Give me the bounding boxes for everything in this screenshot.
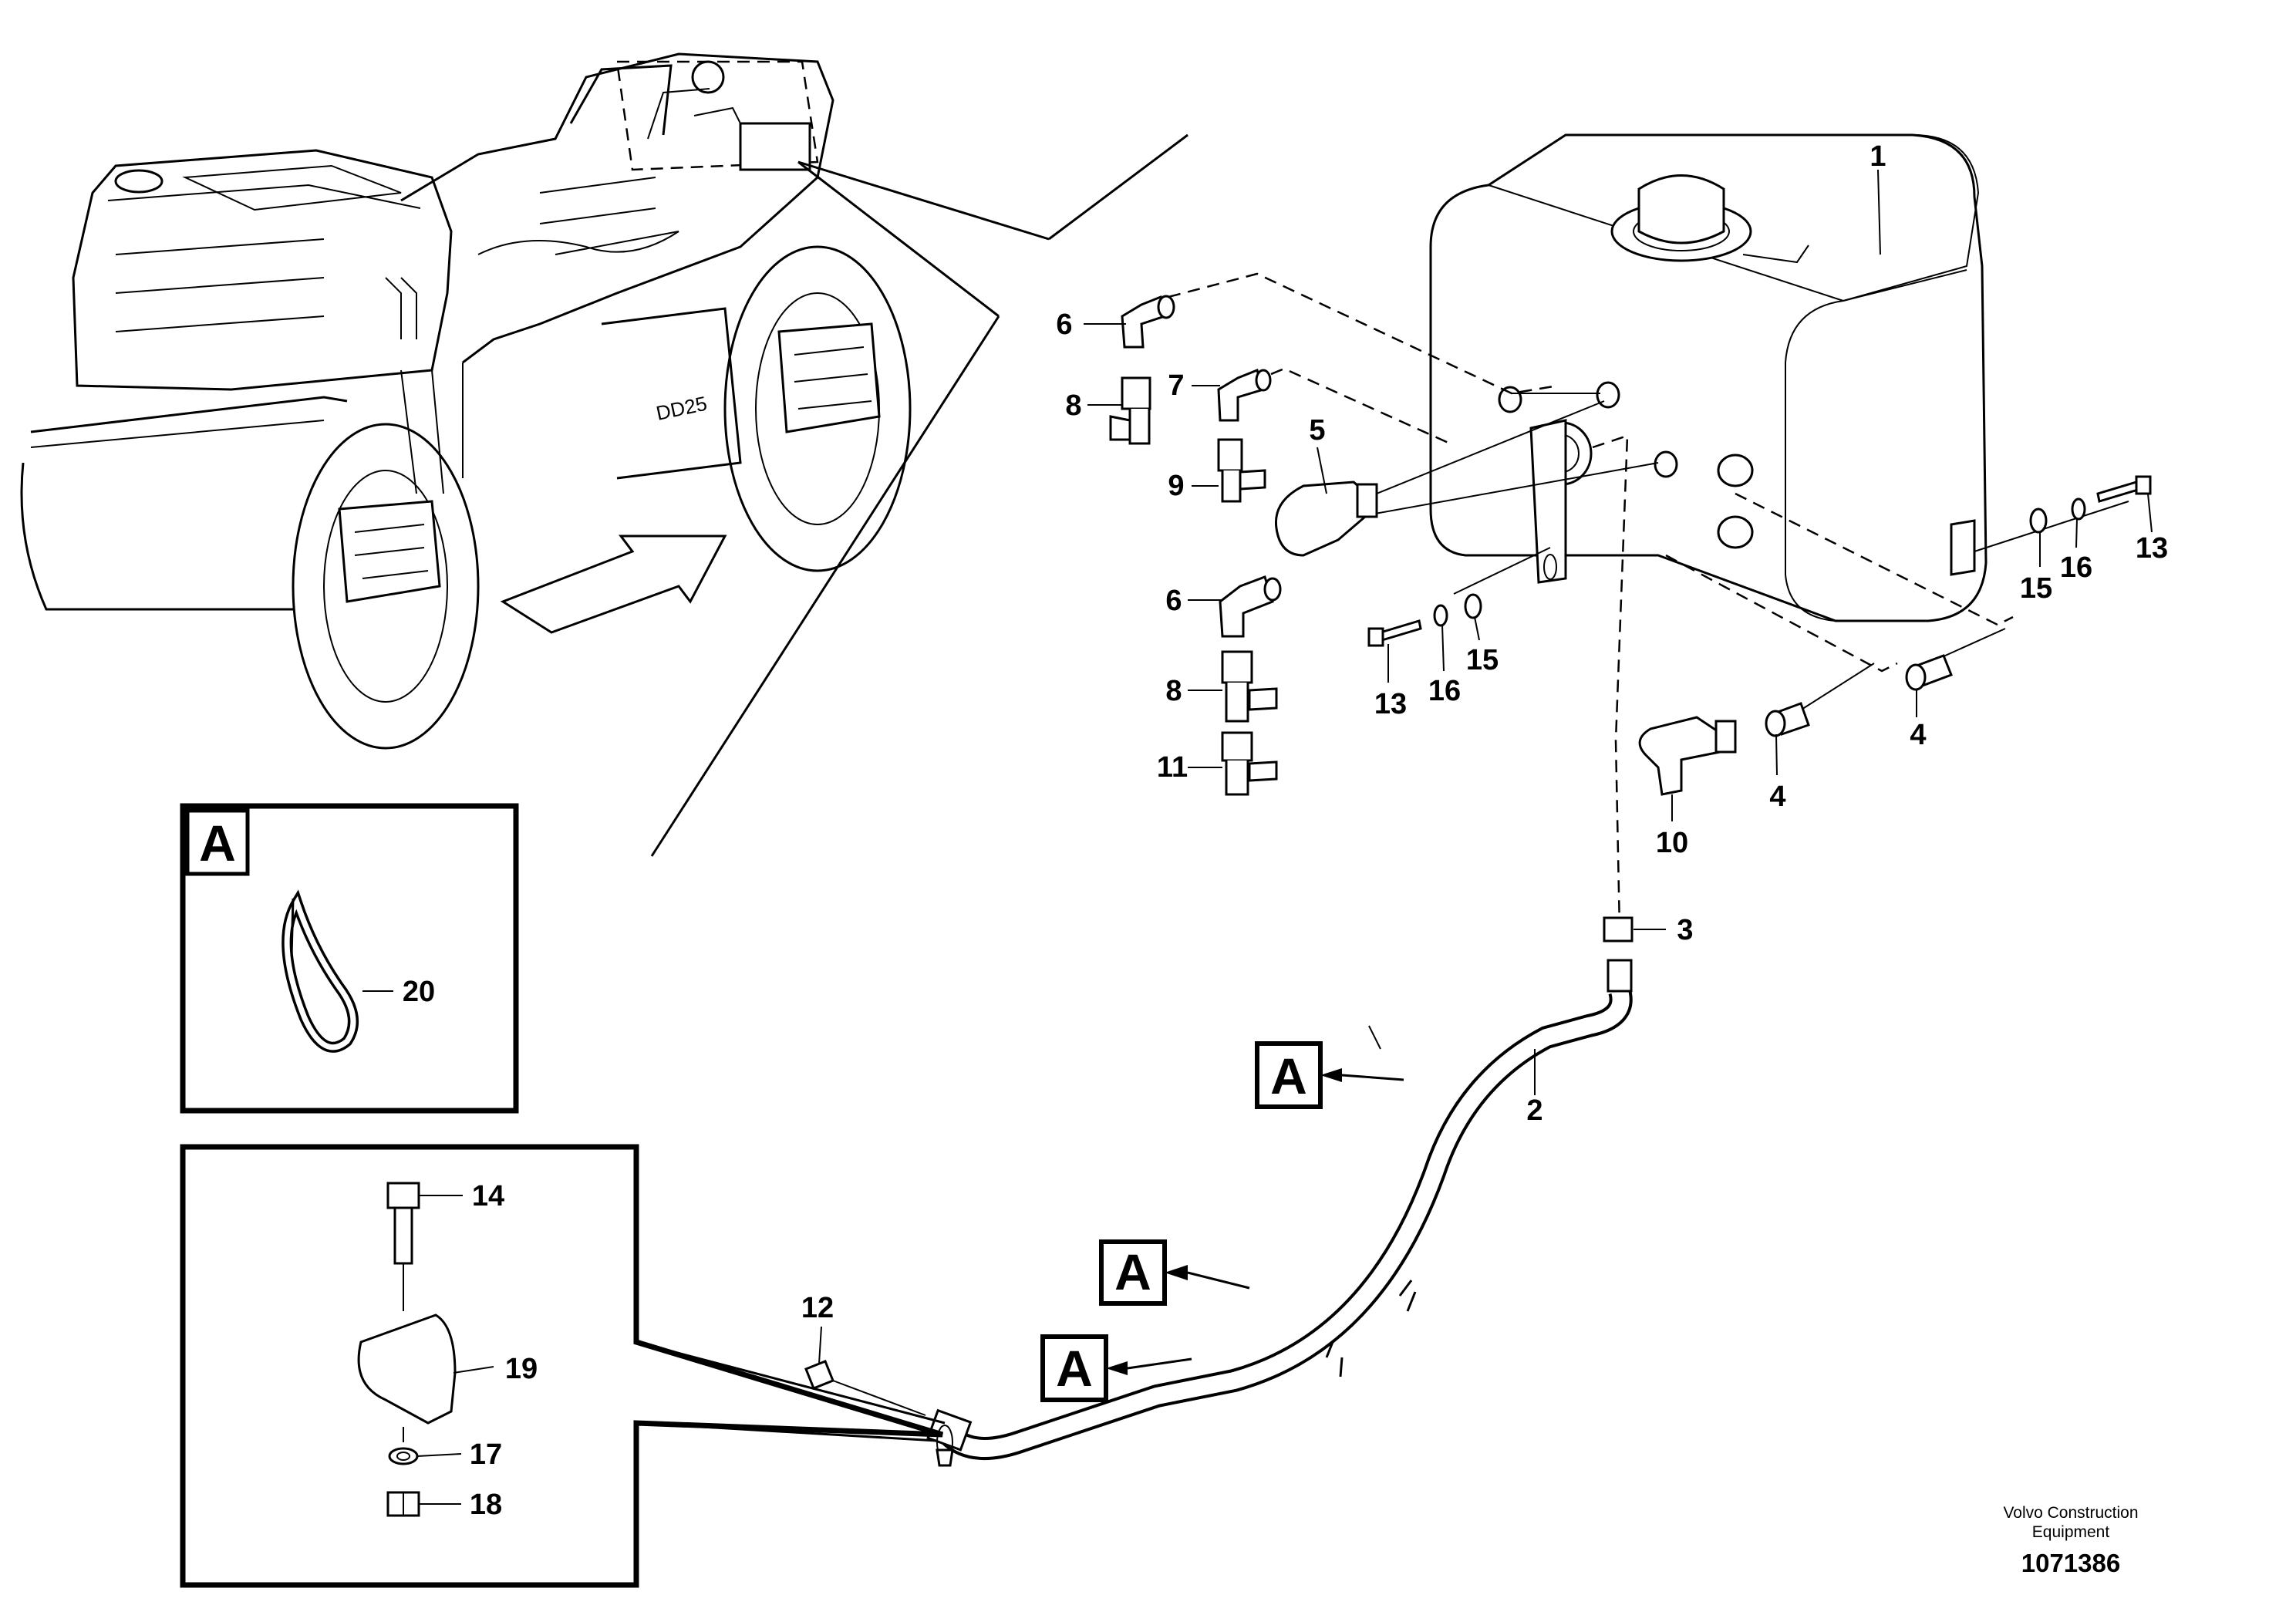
callout-4-right: 4 bbox=[1910, 719, 1926, 751]
hose-a-tag-1: A bbox=[1270, 1047, 1307, 1104]
fittings bbox=[1109, 295, 2152, 796]
credit-line-1: Volvo Construction bbox=[2003, 1504, 2138, 1522]
callout-16-left: 16 bbox=[1428, 675, 1461, 707]
callout-16-right: 16 bbox=[2060, 551, 2092, 584]
callout-15-right: 15 bbox=[2020, 572, 2052, 605]
callout-2: 2 bbox=[1526, 1094, 1542, 1127]
callout-4-middle: 4 bbox=[1769, 781, 1785, 813]
detail-a-label: A bbox=[199, 814, 236, 872]
credit-line-2: Equipment bbox=[2032, 1523, 2110, 1541]
callout-10: 10 bbox=[1656, 827, 1688, 859]
callout-6-lower: 6 bbox=[1165, 585, 1182, 617]
callout-3: 3 bbox=[1677, 914, 1693, 946]
hose-a-tag-2: A bbox=[1114, 1243, 1151, 1300]
callout-numbers: 1 2 3 4 4 5 6 6 7 8 8 9 10 11 12 13 13 1… bbox=[403, 140, 2168, 1521]
callout-6-upper: 6 bbox=[1056, 309, 1072, 341]
hose-view-tags: A A A bbox=[1040, 1041, 1404, 1402]
callout-14: 14 bbox=[472, 1180, 504, 1212]
detail-a-frame: A bbox=[180, 803, 519, 1114]
hose-assembly bbox=[804, 916, 1633, 1467]
callout-9: 9 bbox=[1168, 470, 1184, 502]
callout-5: 5 bbox=[1309, 414, 1325, 447]
document-number: 1071386 bbox=[2021, 1549, 2120, 1577]
callout-7: 7 bbox=[1168, 369, 1184, 402]
callout-8-upper: 8 bbox=[1065, 389, 1081, 422]
leader-lines bbox=[416, 169, 2153, 1505]
callout-13-right: 13 bbox=[2136, 532, 2168, 565]
callout-11: 11 bbox=[1157, 751, 1188, 784]
assembly-lines bbox=[1168, 272, 2129, 930]
callout-8-lower: 8 bbox=[1165, 675, 1182, 707]
document-credit: Volvo Construction Equipment 1071386 bbox=[2003, 1504, 2138, 1577]
machine-overview: DD25 bbox=[20, 52, 1188, 857]
water-tank bbox=[1429, 133, 1988, 622]
callout-13-left: 13 bbox=[1374, 688, 1407, 720]
callout-15-left: 15 bbox=[1466, 644, 1499, 676]
callout-19: 19 bbox=[505, 1353, 538, 1385]
callout-1: 1 bbox=[1870, 140, 1886, 173]
callout-20: 20 bbox=[403, 976, 435, 1008]
machine-label: DD25 bbox=[654, 392, 709, 425]
callout-17: 17 bbox=[470, 1438, 502, 1471]
clamp-detail-frame bbox=[180, 1144, 946, 1588]
callout-12: 12 bbox=[801, 1292, 834, 1324]
hose-a-tag-3: A bbox=[1056, 1340, 1093, 1397]
callout-18: 18 bbox=[470, 1489, 502, 1521]
